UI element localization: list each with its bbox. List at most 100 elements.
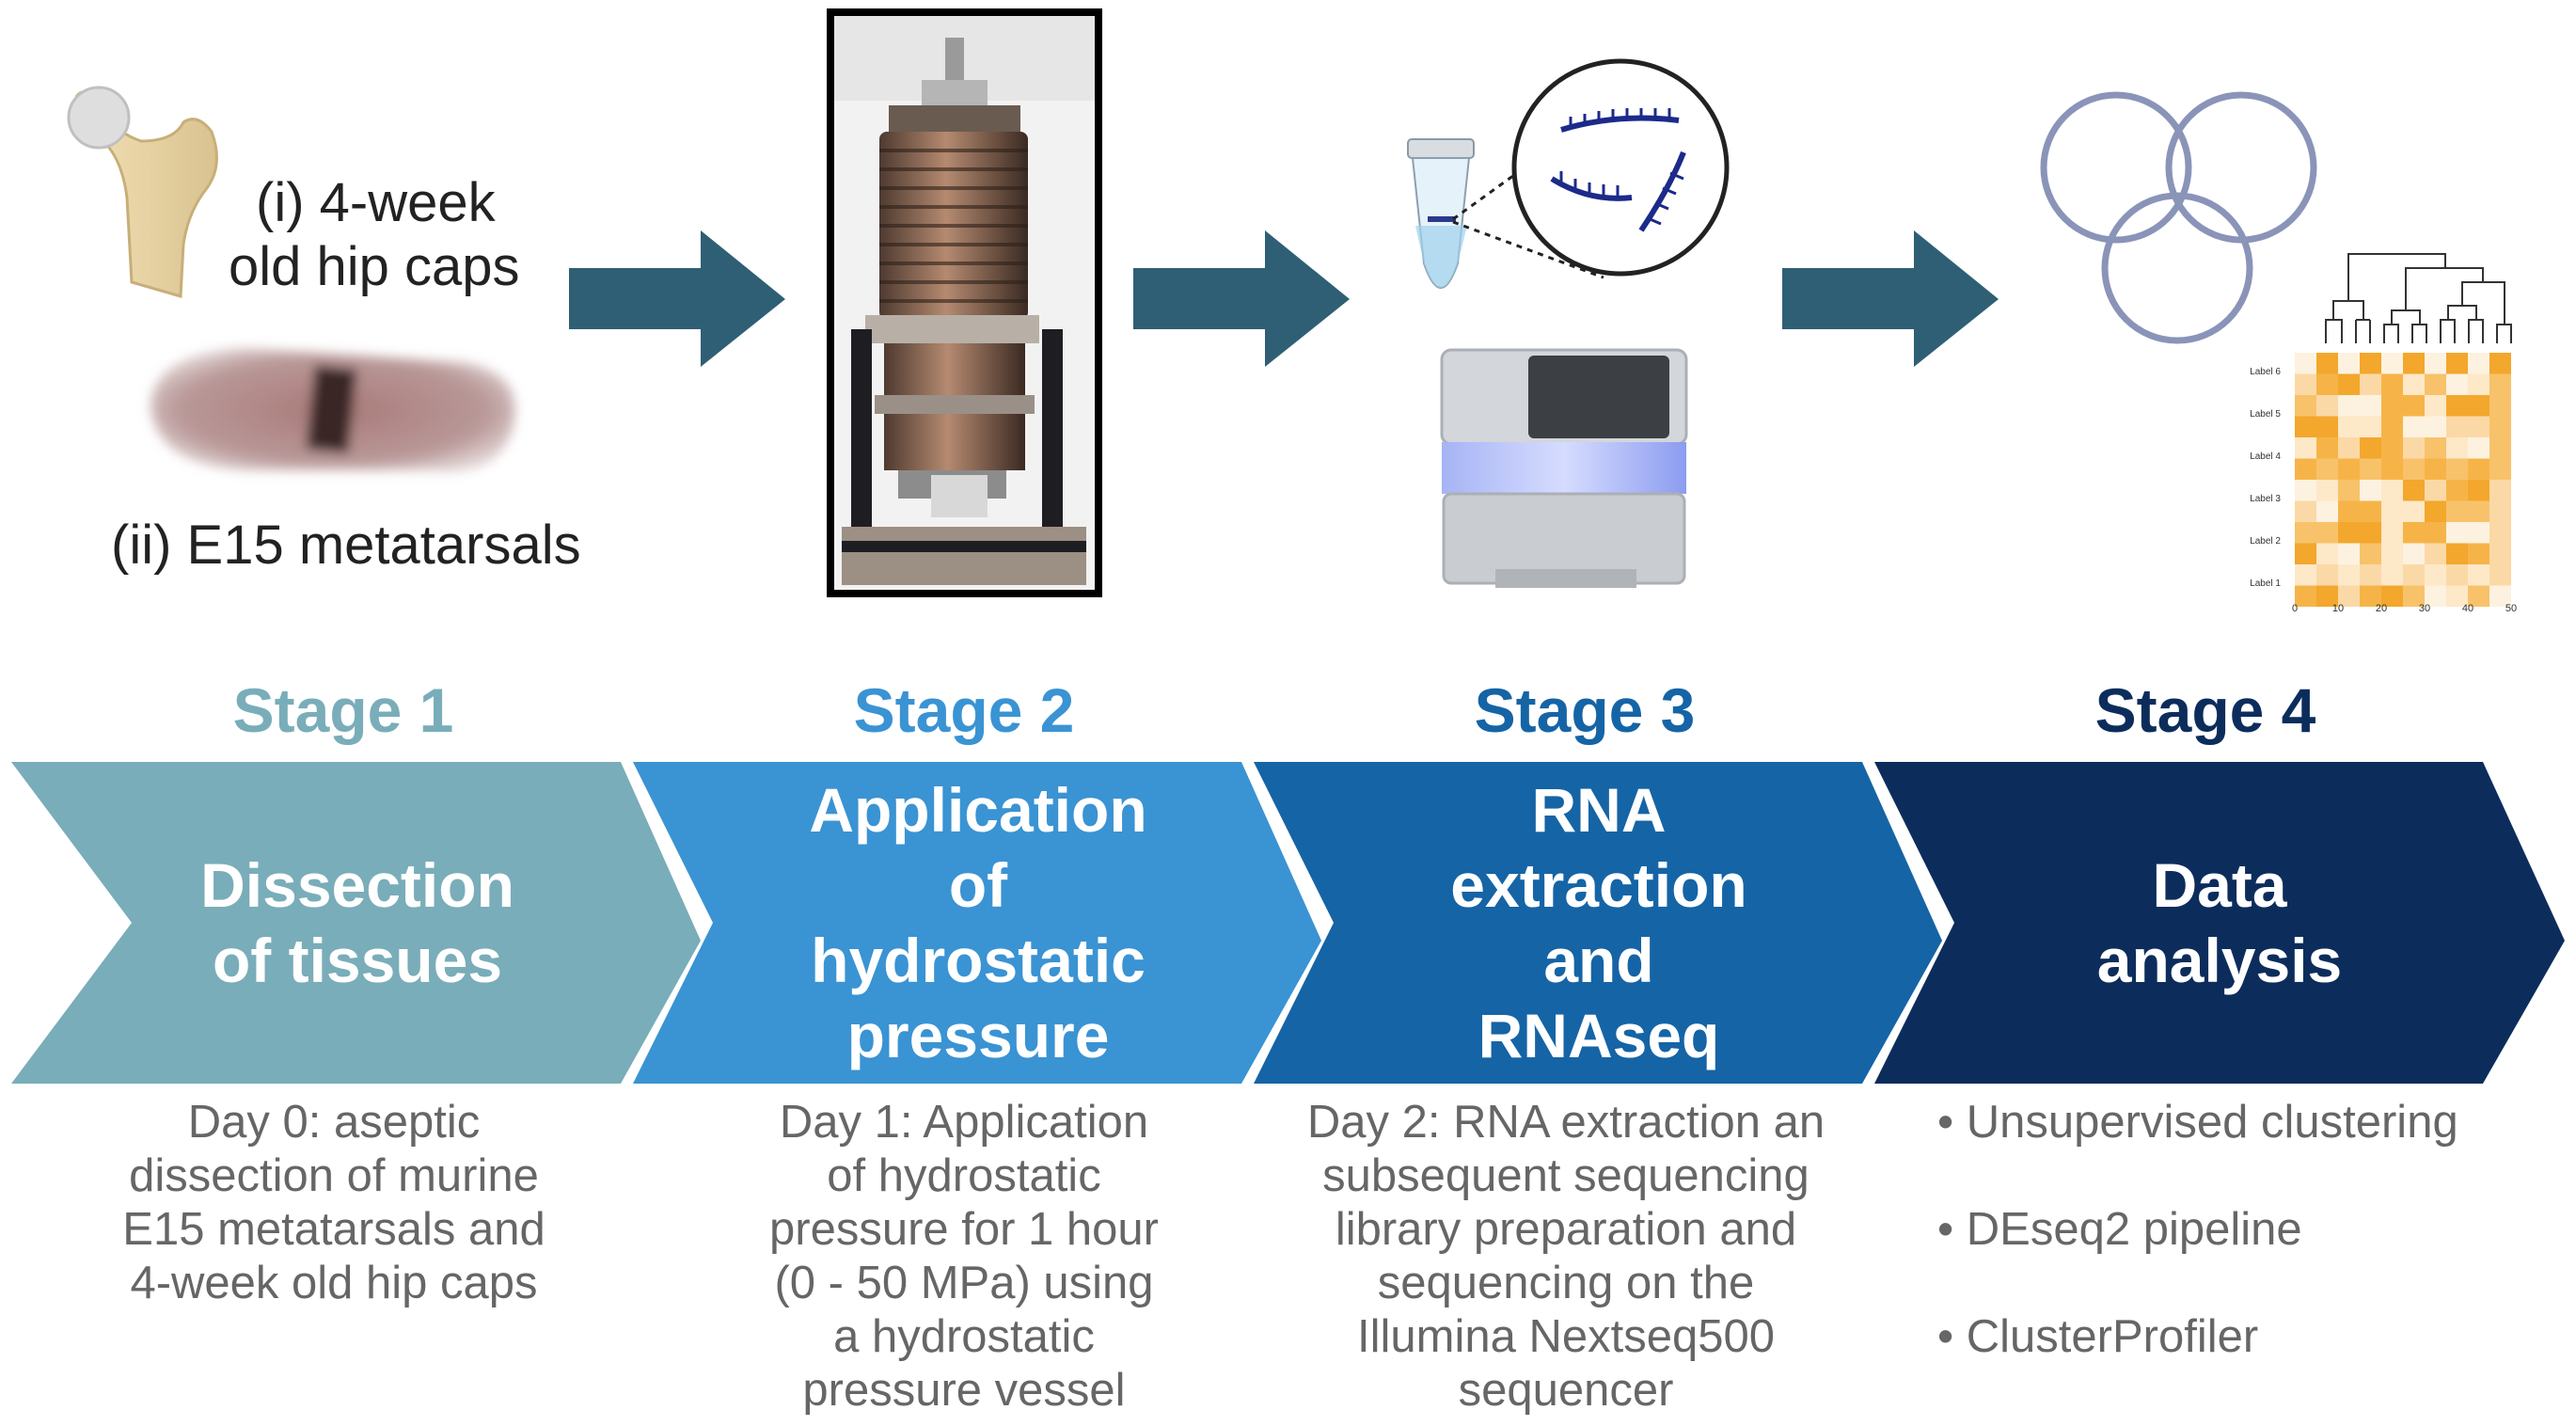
heatmap-x-tick: 30	[2419, 603, 2430, 614]
heatmap-row-label: Label 1	[2250, 578, 2281, 589]
stage-3-description: Day 2: RNA extraction an subsequent sequ…	[1274, 1096, 1857, 1418]
heatmap-cell	[2295, 500, 2316, 522]
desc-line: Day 0: aseptic	[187, 1097, 481, 1148]
heatmap-cell	[2316, 437, 2338, 459]
stage-3-title: Stage 3	[1474, 675, 1696, 745]
heatmap-cell	[2468, 416, 2489, 437]
heatmap-cell	[2489, 564, 2511, 586]
stage-2-heading-line: of	[948, 850, 1008, 920]
heatmap-cell	[2316, 458, 2338, 480]
heatmap-cell	[2360, 395, 2381, 417]
heatmap-cell	[2425, 353, 2446, 374]
heatmap-cell	[2338, 480, 2360, 501]
stage-1-heading-line: Dissection	[200, 850, 514, 920]
desc-line: library preparation and	[1335, 1204, 1797, 1255]
stage-1-title: Stage 1	[232, 675, 454, 745]
heatmap-cell	[2489, 480, 2511, 501]
heatmap-cell	[2425, 416, 2446, 437]
stage-2-chevron	[633, 762, 1321, 1084]
heatmap-cell	[2468, 437, 2489, 459]
heatmap-cell	[2338, 564, 2360, 586]
heatmap-cell	[2338, 373, 2360, 395]
heatmap-cell	[2360, 564, 2381, 586]
heatmap-cell	[2446, 522, 2468, 544]
heatmap-row-label: Label 3	[2250, 494, 2281, 504]
heatmap-row-label: Label 6	[2250, 367, 2281, 377]
heatmap-cell	[2316, 416, 2338, 437]
stage-4-heading-line: Data	[2152, 850, 2287, 920]
desc-line: sequencer	[1458, 1365, 1674, 1416]
stage-2-title: Stage 2	[853, 675, 1075, 745]
heatmap-cell	[2295, 585, 2316, 607]
heatmap-cell	[2381, 522, 2403, 544]
heatmap-cell	[2360, 585, 2381, 607]
heatmap-cell	[2338, 395, 2360, 417]
heatmap-cell	[2360, 522, 2381, 544]
heatmap-cell	[2425, 585, 2446, 607]
heatmap-cell	[2403, 480, 2425, 501]
heatmap-x-tick: 50	[2505, 603, 2517, 614]
heatmap-cell	[2425, 395, 2446, 417]
femur-bone-icon	[67, 86, 218, 298]
desc-line: pressure vessel	[802, 1365, 1126, 1416]
heatmap-cell	[2468, 564, 2489, 586]
heatmap-cell	[2338, 543, 2360, 564]
heatmap-cell	[2295, 416, 2316, 437]
heatmap-cell	[2316, 500, 2338, 522]
heatmap-cell	[2489, 395, 2511, 417]
heatmap-cell	[2316, 522, 2338, 544]
heatmap-cell	[2360, 437, 2381, 459]
heatmap-cell	[2316, 373, 2338, 395]
heatmap-row-label: Label 5	[2250, 409, 2281, 420]
heatmap-cell	[2381, 416, 2403, 437]
heatmap-cell	[2468, 500, 2489, 522]
sequencer-icon	[1440, 348, 1688, 588]
desc-line: Day 2: RNA extraction an	[1306, 1097, 1825, 1148]
heatmap-cell	[2381, 395, 2403, 417]
stage-4-chevron	[1874, 762, 2565, 1084]
heatmap-cell	[2403, 437, 2425, 459]
heatmap-cell	[2446, 353, 2468, 374]
stage-2-heading-line: pressure	[846, 1001, 1110, 1070]
desc-line: a hydrostatic	[833, 1311, 1095, 1362]
heatmap-row-label: Label 4	[2250, 452, 2281, 462]
heatmap-cell	[2360, 353, 2381, 374]
heatmap-cell	[2403, 543, 2425, 564]
stage-3-heading-line: RNA	[1531, 775, 1667, 845]
heatmap-cell	[2381, 437, 2403, 459]
heatmap-cell	[2360, 543, 2381, 564]
heatmap-cell	[2338, 458, 2360, 480]
bullet-item: • Unsupervised clustering	[1937, 1097, 2458, 1148]
desc-line: Day 1: Application	[779, 1097, 1149, 1148]
heatmap-cell	[2403, 395, 2425, 417]
heatmap-cell	[2489, 437, 2511, 459]
desc-line: 4-week old hip caps	[130, 1258, 538, 1308]
heatmap-x-tick: 20	[2376, 603, 2387, 614]
heatmap-cell	[2295, 395, 2316, 417]
heatmap-cell	[2425, 522, 2446, 544]
heatmap-cell	[2446, 437, 2468, 459]
heatmap-cell	[2403, 564, 2425, 586]
stage-2-heading-line: hydrostatic	[811, 926, 1146, 995]
desc-line: Illumina Nextseq500	[1357, 1311, 1775, 1362]
stage-4-heading: Data analysis	[1975, 762, 2464, 1084]
heatmap-cell	[2360, 480, 2381, 501]
heatmap-cell	[2446, 395, 2468, 417]
stage-1-heading: Dissection of tissues	[141, 762, 574, 1084]
heatmap-cell	[2338, 500, 2360, 522]
microtube-icon	[1407, 138, 1475, 289]
stage-3-heading-line: extraction	[1450, 850, 1747, 920]
heatmap-cell	[2446, 458, 2468, 480]
heatmap-cell	[2381, 353, 2403, 374]
stage-1-chevron	[11, 762, 701, 1084]
stage-3-heading: RNA extraction and RNAseq	[1354, 762, 1843, 1084]
heatmap-cell	[2403, 585, 2425, 607]
heatmap-cell	[2360, 500, 2381, 522]
heatmap-cell	[2316, 585, 2338, 607]
stage-4-title: Stage 4	[2094, 675, 2316, 745]
heatmap-cell	[2468, 480, 2489, 501]
heatmap-x-tick: 10	[2332, 603, 2344, 614]
stage-3-heading-line: RNAseq	[1478, 1001, 1720, 1070]
heatmap-cell	[2338, 416, 2360, 437]
heatmap-cell	[2489, 522, 2511, 544]
